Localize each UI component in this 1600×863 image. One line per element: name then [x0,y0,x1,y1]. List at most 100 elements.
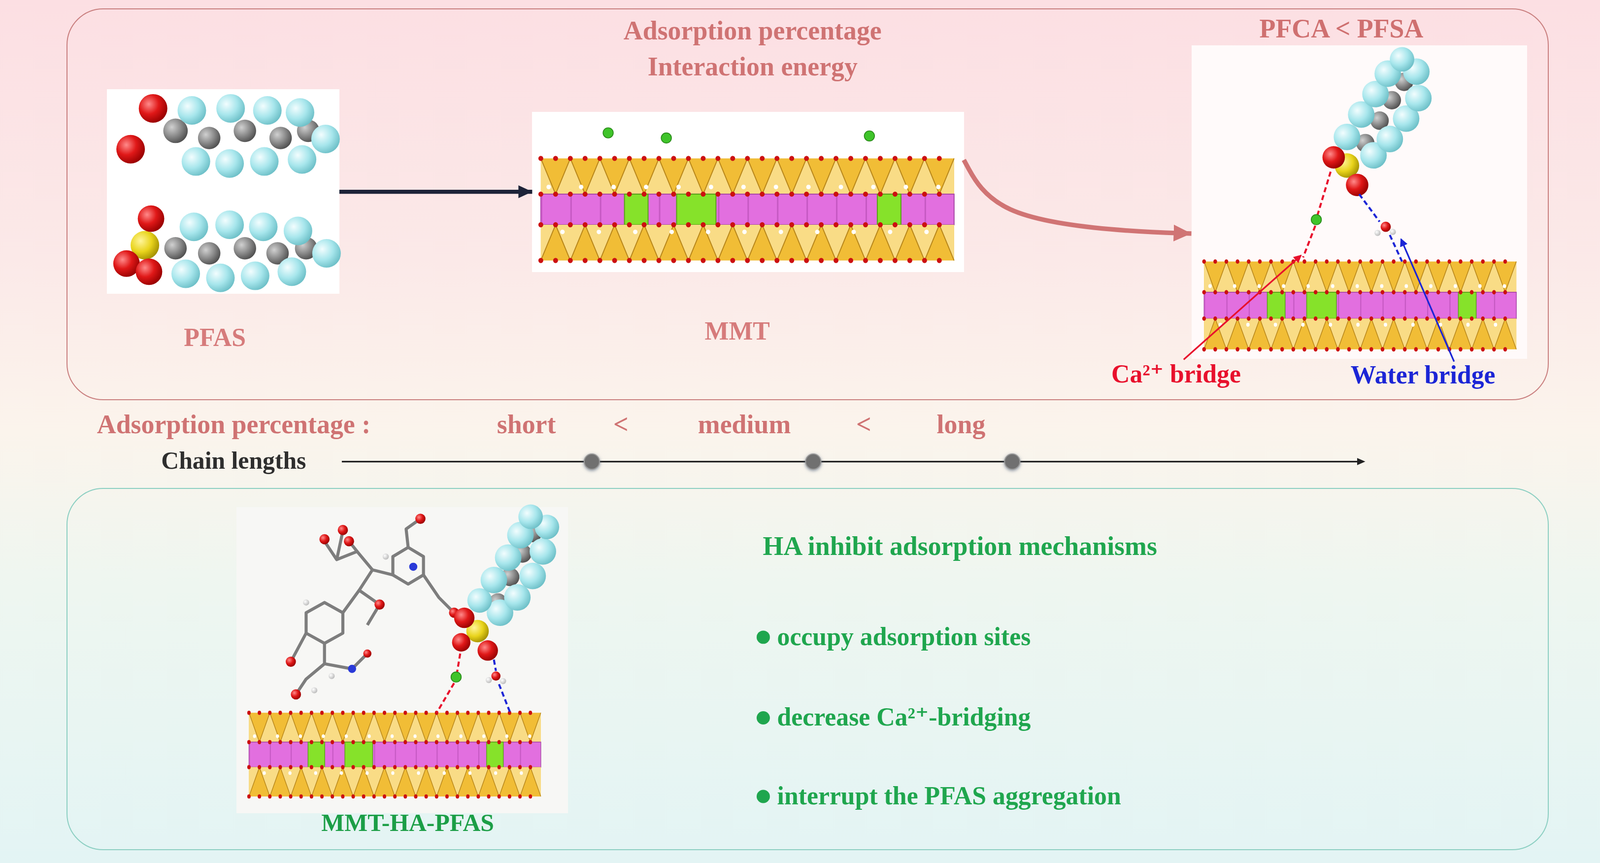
pfsa-molecule-part [164,236,188,260]
bridged-complex-part [1380,221,1392,233]
bridge-label: Water bridge [1324,359,1523,391]
pfca-molecule-part [269,126,293,150]
pfsa-molecule-part [205,263,235,293]
pfsa-molecule-part [215,210,244,239]
mineral-box: MMT [532,111,964,272]
chain-class: short [497,408,610,441]
bullet-dots-part [756,710,770,725]
molecule-box: PFAS [106,89,340,294]
ha-complex-part [534,514,560,539]
ha-complex-part [523,523,542,542]
bullet-dots [756,630,770,803]
mmt-structure-part [661,133,672,144]
ha-complex-part [507,521,534,549]
ha-complex-part [494,659,497,671]
ha-complex-part [343,535,355,547]
comparison-sign: < [856,408,898,441]
ha-complex-part [328,672,335,679]
ha-complex-part [486,599,514,626]
pfca-molecule [116,94,340,178]
bridged-complex-part [1356,133,1375,153]
ha-complex-part-part [305,601,343,643]
ha-complex-part [503,583,531,611]
bottom-panel: HA inhibit adsorption mechanisms occupy a… [66,487,1550,850]
bridged-complex-part [1362,80,1389,108]
ha-complex-part [513,543,532,563]
edge-group [339,159,1192,234]
ha-complex-part [488,593,507,612]
mechanism-heading: HA inhibit adsorption mechanisms [763,530,1264,563]
bridged-complex-part [1382,91,1401,110]
pfsa-molecule-part [248,212,278,241]
pfsa-molecule-part [283,216,313,245]
ha-complex-part [311,686,318,693]
chain-length-axis [341,453,1366,469]
ha-complex-part [319,533,330,545]
flow-arrow [339,189,533,194]
bridged-complex-part [1389,228,1396,235]
pfsa-molecule [113,205,341,293]
ha-complex-part-part [372,569,393,575]
complex-label: MMT-HA-PFAS [274,807,541,838]
ha-complex-part [518,504,543,530]
bridged-complex-part [1334,153,1360,178]
mmt-structure [540,127,955,261]
pfsa-molecule-part [198,241,221,265]
ha-complex-part-part [290,633,306,662]
mechanism-item: occupy adsorption sites [777,621,1237,652]
bridged-complex-part [1347,100,1375,128]
pfca-molecule-part [253,96,282,125]
ha-complex-part [477,639,498,661]
complex-box: PFCA < PFSACa²⁺ bridgeWater bridge [1191,45,1528,359]
ha-complex-part-part [342,590,360,613]
ha-complex-part [382,553,389,560]
bridged-complex [1183,47,1517,362]
ha-complex-part [500,567,520,586]
pfca-molecule-part [138,94,168,123]
chain-length-axis-part [1357,457,1366,466]
bridged-complex-part [1322,146,1346,169]
bridged-complex-part [1333,123,1361,151]
pfsa-molecule-part [179,212,209,241]
bridged-complex-part [1400,238,1455,362]
ha-complex-part [529,537,557,565]
bridged-complex-part [1402,58,1430,85]
ha-complex-part [485,676,492,683]
bridge-label: Ca²⁺ bridge [1089,358,1263,390]
ha-complex-part [499,683,511,713]
flow-arrow [964,159,1192,234]
pfca-molecule-part [285,98,315,127]
ha-complex-part-part [296,642,325,695]
pfsa-molecule-part [135,258,163,285]
chain-length-axis-part [1004,453,1020,469]
chain-length-axis-part [805,453,821,469]
bridged-complex-part [1393,105,1420,133]
pfca-molecule-part [163,118,188,144]
bridged-complex-part [1395,72,1414,91]
bridged-complex-part [1370,111,1389,130]
ha-complex-part [491,670,501,681]
bullet-dots-part [756,789,770,803]
pfca-molecule-part [297,119,320,143]
chain-length-axis-part [584,453,600,469]
top-panel: Adsorption percentage Interaction energy… [66,8,1550,400]
bridged-complex-part [1376,125,1403,153]
ha-complex-part-part [336,530,343,560]
ha-complex-part [374,599,385,610]
pfsa-molecule-part [277,257,306,286]
chain-class: long [936,408,1039,441]
bridged-complex-part [1317,171,1331,216]
bridged-complex-part [1389,234,1402,262]
bridged-complex-part [1183,255,1301,360]
ha-complex-part [454,607,475,628]
molecule-label: PFAS [153,322,277,353]
ha-complex-part-part [405,518,421,548]
ha-complex-part [452,633,471,652]
mmt-structure-part [540,158,955,261]
ha-complex-part [500,677,506,684]
ha-complex-part [290,689,301,700]
pfca-molecule-part [177,96,206,125]
pfsa-molecule-part [137,205,165,233]
complex-box: MMT-HA-PFAS [236,506,568,813]
